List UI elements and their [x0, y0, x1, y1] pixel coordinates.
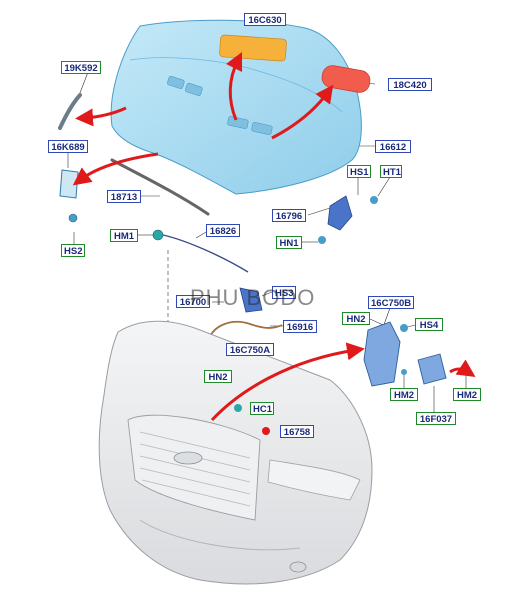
wiring-16916[interactable] — [207, 320, 283, 343]
callout-16758[interactable]: 16758 — [280, 425, 314, 438]
callout-hn1[interactable]: HN1 — [276, 236, 302, 249]
callout-hs4[interactable]: HS4 — [415, 318, 443, 331]
pad-16c630[interactable] — [219, 34, 287, 62]
hood-lock-16700[interactable] — [239, 287, 263, 313]
bracket-16c750b[interactable] — [363, 321, 408, 387]
callout-hm2-left[interactable]: HM2 — [390, 388, 418, 401]
prop-rod-19k592[interactable] — [58, 93, 82, 130]
callout-16796[interactable]: 16796 — [272, 209, 306, 222]
callout-16612[interactable]: 16612 — [375, 140, 411, 153]
release-cable-16826[interactable] — [152, 229, 249, 273]
callout-19k592[interactable]: 19K592 — [61, 61, 101, 74]
callout-16k689[interactable]: 16K689 — [48, 140, 88, 153]
callout-16c750a[interactable]: 16C750A — [226, 343, 274, 356]
callout-hm1[interactable]: HM1 — [110, 229, 138, 242]
callout-16c750b[interactable]: 16C750B — [368, 296, 414, 309]
callout-16700[interactable]: 16700 — [176, 295, 210, 308]
callout-hn2-upper[interactable]: HN2 — [342, 312, 370, 325]
bolt-16758[interactable] — [262, 427, 270, 435]
callout-hs1[interactable]: HS1 — [347, 165, 371, 178]
latch-16796[interactable] — [318, 195, 378, 244]
callout-hn2-lower[interactable]: HN2 — [204, 370, 232, 383]
callout-hs2[interactable]: HS2 — [61, 244, 85, 257]
clip-hc1[interactable] — [234, 404, 242, 412]
callout-hs3[interactable]: HS3 — [272, 286, 296, 299]
callout-18c420[interactable]: 18C420 — [388, 78, 432, 91]
callout-18713[interactable]: 18713 — [107, 190, 141, 203]
callout-hc1[interactable]: HC1 — [250, 402, 274, 415]
callout-hm2-right[interactable]: HM2 — [453, 388, 481, 401]
pad-18c420[interactable] — [320, 64, 371, 94]
seal-strip-18713[interactable] — [110, 158, 210, 216]
front-bumper — [98, 320, 373, 585]
callout-ht1[interactable]: HT1 — [380, 165, 402, 178]
clip-16k689[interactable] — [59, 169, 79, 223]
callout-16c630[interactable]: 16C630 — [244, 13, 286, 26]
callout-16826[interactable]: 16826 — [206, 224, 240, 237]
callout-16f037[interactable]: 16F037 — [416, 412, 456, 425]
watermark-text: PHU BODO — [190, 285, 316, 310]
bracket-16f037[interactable] — [401, 353, 469, 385]
direction-arrows — [72, 51, 476, 422]
callout-16916[interactable]: 16916 — [283, 320, 317, 333]
